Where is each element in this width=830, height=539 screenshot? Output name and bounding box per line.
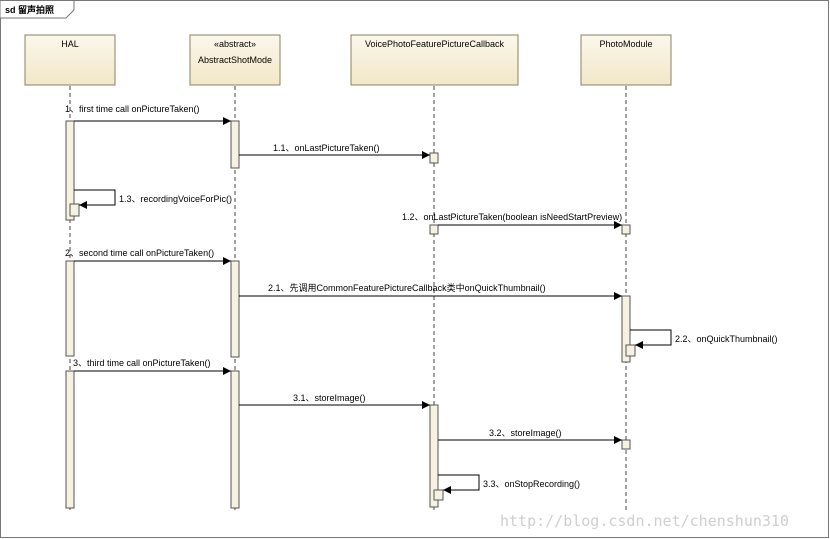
participant-abstractshotmode-stereotype: «abstract» — [214, 39, 256, 49]
message-label-m2_2: 2.2、onQuickThumbnail() — [675, 334, 778, 344]
activation-cb-1 — [429, 152, 439, 164]
activation-hal-self-1 — [69, 203, 80, 217]
participant-hal[interactable]: HAL — [24, 34, 116, 86]
participant-hal-name: HAL — [61, 39, 79, 49]
activation-shot-2 — [230, 260, 240, 358]
message-label-m1_1: 1.1、onLastPictureTaken() — [273, 143, 380, 153]
activation-shot-3 — [230, 370, 240, 509]
frame-title: sd 留声拍照 — [5, 4, 54, 15]
activation-hal-2 — [65, 260, 75, 357]
message-label-m3_1: 3.1、storeImage() — [293, 393, 366, 403]
activation-cb-self — [433, 489, 444, 501]
activation-hal-1 — [65, 120, 75, 221]
participant-callback[interactable]: VoicePhotoFeaturePictureCallback — [350, 34, 519, 86]
activation-pm-2 — [621, 295, 631, 363]
activation-cb-3 — [429, 404, 439, 508]
participant-callback-name: VoicePhotoFeaturePictureCallback — [365, 39, 505, 49]
message-label-m3: 3、third time call onPictureTaken() — [73, 358, 211, 368]
message-label-m1_2: 1.2、onLastPictureTaken(boolean isNeedSta… — [402, 212, 622, 222]
message-label-m3_3: 3.3、onStopRecording() — [483, 479, 580, 489]
activation-cb-2 — [429, 224, 439, 235]
activation-pm-3 — [621, 439, 631, 450]
message-labels: 1、first time call onPictureTaken() 1.1、o… — [65, 104, 778, 489]
frame-title-tab — [0, 0, 75, 19]
watermark-text: http://blog.csdn.net/chenshun310 — [500, 512, 789, 530]
message-arrow-m3_3[interactable] — [438, 474, 480, 494]
message-label-m2: 2、second time call onPictureTaken() — [65, 248, 214, 258]
message-arrow-m2_2[interactable] — [630, 329, 672, 349]
participant-abstractshotmode-name: AbstractShotMode — [198, 55, 272, 65]
activation-pm-self — [625, 344, 636, 357]
message-lines — [74, 117, 672, 494]
participant-abstractshotmode[interactable]: «abstract» AbstractShotMode — [189, 34, 281, 86]
message-label-m1_3: 1.3、recordingVoiceForPic() — [119, 194, 232, 204]
activations — [65, 120, 636, 509]
activation-shot-1 — [230, 120, 240, 169]
participant-photomodule-name: PhotoModule — [599, 39, 652, 49]
message-arrow-m1_3[interactable] — [74, 189, 116, 209]
activation-pm-1 — [621, 224, 631, 235]
participant-photomodule[interactable]: PhotoModule — [580, 34, 672, 86]
activation-hal-3 — [65, 370, 75, 509]
message-label-m1: 1、first time call onPictureTaken() — [65, 104, 200, 114]
message-label-m2_1: 2.1、先调用CommonFeaturePictureCallback类中onQ… — [268, 282, 546, 293]
message-label-m3_2: 3.2、storeImage() — [489, 428, 562, 438]
